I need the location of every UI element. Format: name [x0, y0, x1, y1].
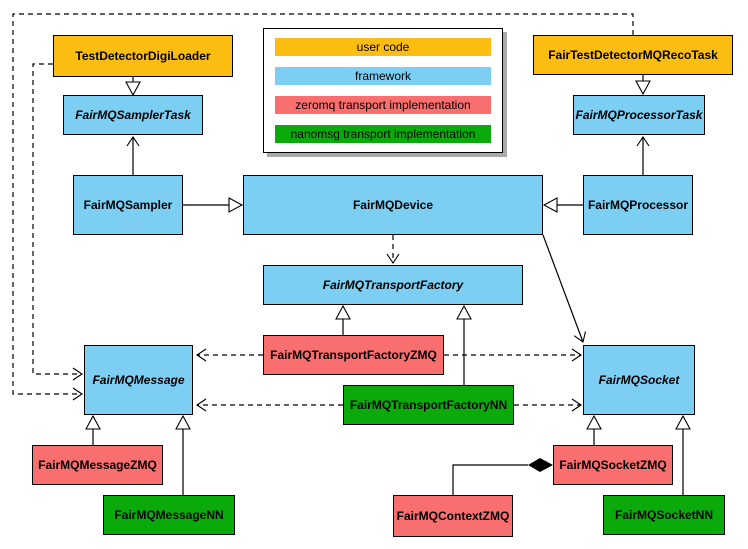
node-fairmq-socket-zmq: FairMQSocketZMQ [553, 445, 673, 485]
legend-label: zeromq transport implementation [295, 98, 471, 112]
edge-recotask-uses-message [12, 13, 634, 401]
composition-diamond-icon [528, 458, 553, 472]
node-label: FairMQTransportFactory [322, 278, 464, 292]
node-fairmq-processor: FairMQProcessor [583, 175, 693, 235]
node-fairmq-message-zmq: FairMQMessageZMQ [32, 445, 163, 485]
node-fairmq-transport-factory-zmq: FairMQTransportFactoryZMQ [263, 335, 444, 375]
node-fairmq-device: FairMQDevice [243, 175, 543, 235]
edge-contextzmq-composition-socketzmq [452, 464, 528, 496]
node-label: TestDetectorDigiLoader [75, 49, 211, 63]
node-fairmq-message-nn: FairMQMessageNN [103, 495, 235, 535]
node-label: FairMQMessage [92, 373, 185, 387]
node-fairmq-socket: FairMQSocket [583, 345, 695, 415]
node-fairmq-transport-factory: FairMQTransportFactory [263, 265, 523, 305]
legend-label: nanomsg transport implementation [290, 127, 476, 141]
node-label: FairMQMessageNN [114, 508, 224, 522]
legend-label: framework [354, 69, 411, 83]
node-label: FairMQDevice [352, 198, 434, 212]
node-label: FairMQMessageZMQ [38, 458, 157, 472]
legend-item-nanomsg: nanomsg transport implementation [275, 125, 491, 143]
node-fairmq-context-zmq: FairMQContextZMQ [393, 495, 513, 537]
node-fairmq-sampler: FairMQSampler [73, 175, 183, 235]
node-test-detector-digi-loader: TestDetectorDigiLoader [53, 35, 233, 77]
legend: user code framework zeromq transport imp… [263, 28, 503, 153]
edge-device-uses-socket [542, 234, 587, 343]
legend-item-zeromq: zeromq transport implementation [275, 96, 491, 114]
legend-item-framework: framework [275, 67, 491, 85]
node-fair-test-detector-mq-reco-task: FairTestDetectorMQRecoTask [533, 35, 733, 75]
node-label: FairMQSocket [598, 373, 680, 387]
node-fairmq-message: FairMQMessage [84, 345, 193, 415]
node-label: FairMQProcessorTask [575, 108, 703, 122]
node-label: FairMQSampler [83, 198, 173, 212]
node-label: FairMQTransportFactoryZMQ [270, 348, 437, 362]
node-fairmq-processor-task: FairMQProcessorTask [573, 95, 705, 135]
node-fairmq-transport-factory-nn: FairMQTransportFactoryNN [343, 385, 514, 425]
node-fairmq-socket-nn: FairMQSocketNN [603, 495, 725, 535]
node-label: FairMQContextZMQ [396, 509, 510, 523]
node-label: FairMQProcessor [587, 198, 689, 212]
legend-label: user code [356, 40, 410, 54]
node-label: FairMQTransportFactoryNN [349, 398, 508, 412]
legend-item-user-code: user code [275, 38, 491, 56]
node-label: FairMQSamplerTask [75, 108, 191, 122]
node-label: FairTestDetectorMQRecoTask [548, 48, 718, 62]
edge-digiloader-uses-message [32, 63, 83, 381]
node-fairmq-sampler-task: FairMQSamplerTask [63, 95, 203, 135]
node-label: FairMQSocketZMQ [559, 458, 667, 472]
node-label: FairMQSocketNN [614, 508, 714, 522]
